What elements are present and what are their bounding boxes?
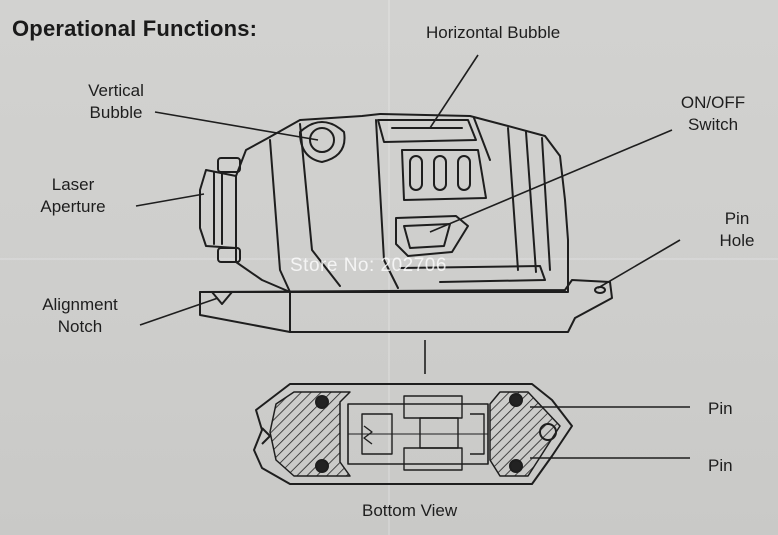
- label-on-off-switch: ON/OFF Switch: [680, 93, 746, 134]
- laser-aperture-housing: [199, 169, 237, 249]
- base-plate: [199, 279, 613, 333]
- store-watermark: Store No: 202706: [290, 255, 447, 276]
- leader-pin-hole: [597, 239, 681, 289]
- label-alignment-notch: Alignment Notch: [42, 295, 118, 336]
- bottom-view-drawing: [253, 383, 573, 485]
- leader-vertical-bubble: [154, 111, 319, 141]
- leader-on-off-switch: [429, 129, 673, 233]
- leader-laser-aperture: [135, 193, 205, 207]
- bottom-view-hatch-right: [489, 391, 561, 477]
- label-pin-top: Pin: [708, 399, 733, 418]
- label-pin-bottom: Pin: [708, 456, 733, 475]
- bottom-view-outline: [253, 383, 573, 485]
- body-inner-contour: [269, 139, 291, 293]
- paper-fold-vertical: [388, 0, 390, 535]
- paper-fold-horizontal: [0, 258, 778, 260]
- label-laser-aperture: Laser Aperture: [40, 175, 106, 216]
- device-body: [235, 113, 569, 293]
- label-vertical-bubble: Vertical Bubble: [88, 81, 144, 122]
- label-pin-hole: Pin Hole: [719, 209, 755, 250]
- vertical-bubble-shape: [299, 121, 346, 163]
- leader-horizontal-bubble: [429, 54, 479, 129]
- pin-hole-shape: [594, 286, 606, 294]
- bottom-view-hatch-left: [269, 391, 351, 477]
- label-horizontal-bubble: Horizontal Bubble: [426, 23, 561, 42]
- page-title: Operational Functions:: [12, 16, 258, 41]
- vent-slot: [409, 155, 423, 191]
- horizontal-bubble-window: [377, 119, 477, 143]
- alignment-notch-shape: [199, 291, 291, 333]
- label-bottom-view: Bottom View: [362, 501, 458, 520]
- leader-alignment-notch: [139, 297, 219, 326]
- on-off-switch-shape: [395, 215, 469, 257]
